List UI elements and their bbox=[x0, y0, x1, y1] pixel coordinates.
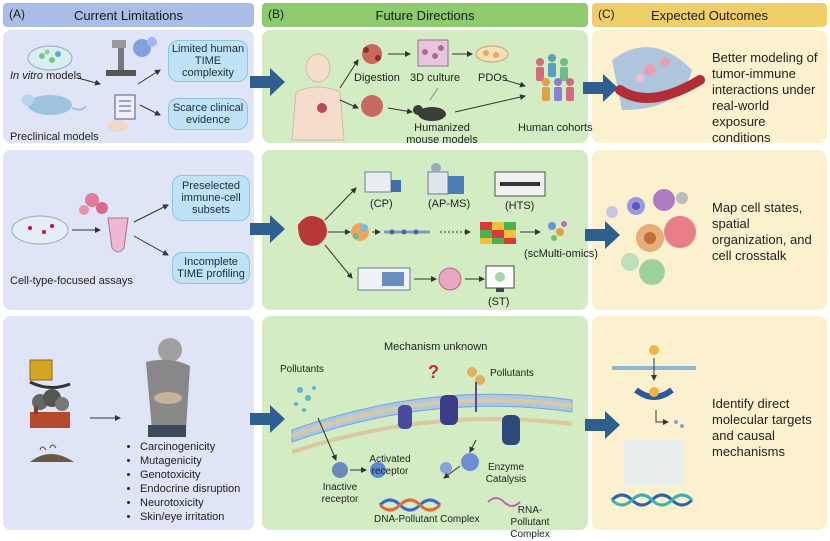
outcome-row1: Better modeling of tumor-immune interact… bbox=[712, 50, 818, 145]
heatmap-icon bbox=[480, 222, 516, 244]
3d-culture-icon bbox=[417, 39, 449, 67]
pollutant-particles-icon bbox=[294, 386, 316, 412]
tumor-sample-icon bbox=[298, 216, 327, 246]
st-label: (ST) bbox=[488, 296, 510, 308]
effect-item: Genotoxicity bbox=[140, 468, 240, 482]
sick-person-icon bbox=[146, 338, 190, 437]
pollutants-right-label: Pollutants bbox=[490, 368, 534, 379]
human-cohorts-icon bbox=[536, 54, 574, 101]
scmulti-label: (scMulti-omics) bbox=[524, 248, 598, 260]
header-a-letter: (A) bbox=[9, 7, 25, 21]
digestion-label: Digestion bbox=[354, 72, 400, 84]
mouse-icon bbox=[22, 94, 87, 115]
header-future-directions: (B) Future Directions bbox=[262, 3, 588, 27]
tumor-vessel-icon bbox=[612, 47, 705, 110]
cp-label: (CP) bbox=[370, 198, 393, 210]
ligand-binding-icon bbox=[612, 345, 696, 428]
header-current-limitations: (A) Current Limitations bbox=[3, 3, 254, 27]
pdos-label: PDOs bbox=[478, 72, 508, 84]
cell-membrane-icon bbox=[291, 393, 573, 454]
oil-barrel-icon bbox=[29, 359, 71, 389]
enzyme-label: Enzyme Catalysis bbox=[485, 462, 527, 485]
tube-icon bbox=[107, 217, 129, 253]
preclinical-label: Preclinical models bbox=[10, 131, 99, 143]
petri-dish-icon bbox=[27, 45, 73, 71]
outcome-row3: Identify direct molecular targets and ca… bbox=[712, 396, 812, 459]
header-a-title: Current Limitations bbox=[73, 7, 184, 23]
limit-incomplete-profiling: Incomplete TIME profiling bbox=[172, 252, 250, 284]
waste-pile-icon bbox=[30, 444, 74, 462]
limit-clinical-evidence: Scarce clinical evidence bbox=[168, 98, 248, 130]
pollutants-left-label: Pollutants bbox=[280, 364, 324, 375]
assays-label: Cell-type-focused assays bbox=[10, 275, 133, 287]
limit-human-time: Limited human TIME complexity bbox=[168, 40, 248, 82]
dna-complex-label: DNA-Pollutant Complex bbox=[374, 514, 480, 525]
slide-icon bbox=[357, 267, 411, 291]
svg-text:?: ? bbox=[428, 362, 439, 382]
effect-item: Carcinogenicity bbox=[140, 440, 240, 454]
apms-label: (AP-MS) bbox=[428, 198, 471, 210]
culture-dish-icon bbox=[11, 215, 69, 245]
tumor-digestion-icon bbox=[362, 44, 382, 64]
hts-label: (HTS) bbox=[505, 200, 535, 212]
cell-sorting-icon bbox=[351, 223, 369, 241]
dna-complex-icon bbox=[378, 498, 442, 512]
microscope-icon bbox=[106, 37, 157, 76]
apms-instrument-icon bbox=[427, 163, 464, 195]
monitor-icon bbox=[485, 265, 515, 292]
invitro-italic: In vitro bbox=[10, 70, 44, 82]
humanized-mouse-icon bbox=[413, 87, 446, 121]
humanized-tumor-icon bbox=[361, 95, 383, 117]
effect-item: Neurotoxicity bbox=[140, 496, 240, 510]
dna-helix-icon bbox=[610, 440, 694, 507]
inactive-receptor-label: Inactive receptor bbox=[321, 482, 359, 505]
header-expected-outcomes: (C) Expected Outcomes bbox=[592, 3, 827, 27]
tissue-section-icon bbox=[438, 267, 462, 291]
panel-c-row3 bbox=[592, 316, 827, 530]
right-pollutant-icon bbox=[467, 367, 485, 412]
header-c-title: Expected Outcomes bbox=[650, 7, 769, 23]
limit-preselected-subsets: Preselected immune-cell subsets bbox=[172, 175, 250, 221]
effects-list: Carcinogenicity Mutagenicity Genotoxicit… bbox=[128, 440, 240, 524]
header-c-letter: (C) bbox=[598, 7, 615, 21]
cell-cluster-icon bbox=[79, 193, 108, 215]
umap-icon bbox=[548, 221, 567, 241]
effect-item: Mutagenicity bbox=[140, 454, 240, 468]
rna-complex-label: RNA-Pollutant Complex bbox=[510, 505, 550, 540]
receptor-protein-icon bbox=[398, 395, 520, 445]
culture3d-label: 3D culture bbox=[410, 72, 461, 84]
cp-instrument-icon bbox=[364, 171, 401, 193]
effect-item: Skin/eye irritation bbox=[140, 510, 240, 524]
header-b-title: Future Directions bbox=[375, 7, 475, 23]
invitro-label: In vitro models bbox=[10, 70, 82, 82]
rna-complex-icon bbox=[487, 497, 521, 507]
header-b-letter: (B) bbox=[268, 7, 284, 21]
outcome-row2: Map cell states, spatial organization, a… bbox=[712, 200, 812, 263]
enzyme-icon bbox=[440, 453, 479, 474]
clipboard-icon bbox=[108, 94, 136, 132]
pdo-dish-icon bbox=[475, 45, 509, 63]
activated-receptor-icon bbox=[370, 462, 386, 478]
panel-c-row2 bbox=[592, 150, 827, 310]
effect-item: Endocrine disruption bbox=[140, 482, 240, 496]
mechanism-label: Mechanism unknown bbox=[384, 341, 488, 353]
microfluidic-icon bbox=[384, 229, 430, 235]
factory-smoke-icon bbox=[30, 389, 70, 428]
cohorts-label: Human cohorts bbox=[518, 122, 593, 134]
question-mark-icon: ? bbox=[428, 362, 439, 382]
activated-receptor-label: Activated receptor bbox=[369, 454, 411, 477]
human-torso-icon bbox=[291, 53, 345, 141]
humanized-label: Humanized mouse models bbox=[406, 122, 478, 146]
hts-instrument-icon bbox=[494, 171, 546, 197]
invitro-rest: models bbox=[43, 70, 82, 82]
immune-cells-icon bbox=[606, 189, 696, 285]
inactive-receptor-icon bbox=[332, 462, 348, 478]
